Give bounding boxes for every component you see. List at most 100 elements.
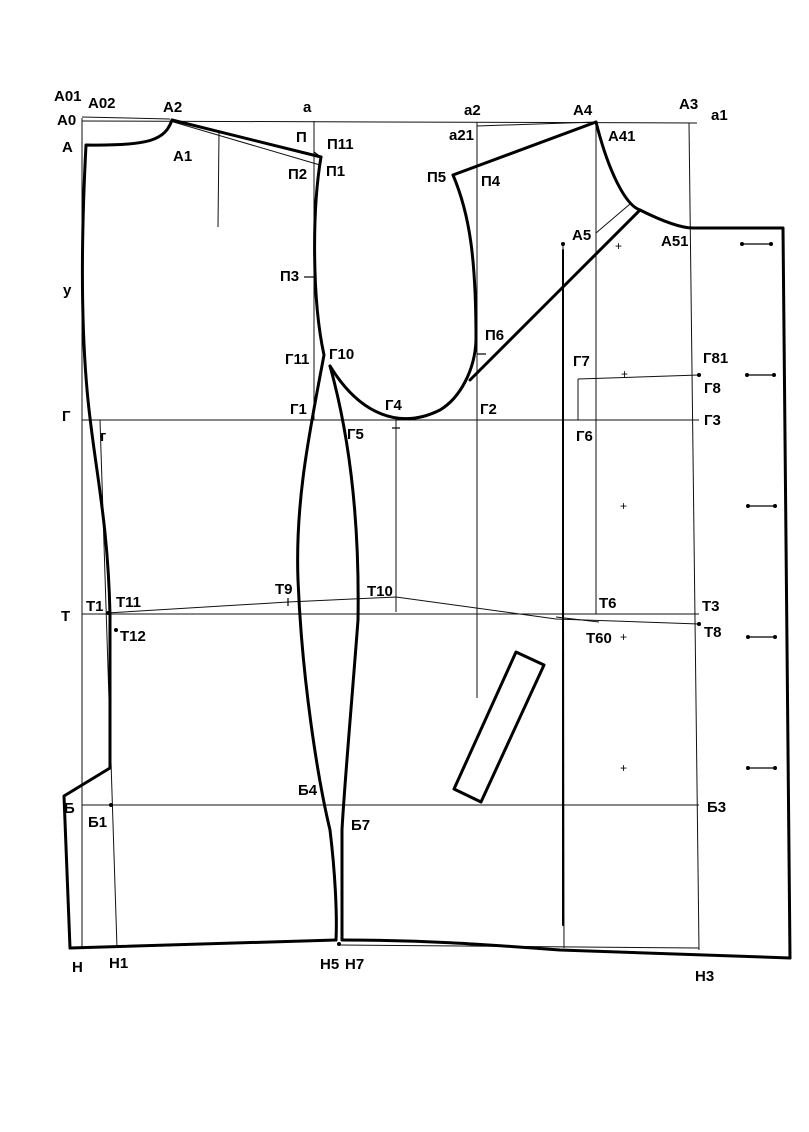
- button-mark-5: +: [620, 761, 627, 775]
- label-a41: A41: [608, 128, 636, 145]
- label-b: Б: [64, 800, 75, 817]
- label-g11: Г11: [285, 351, 309, 368]
- label-t60: T60: [586, 630, 612, 647]
- mark-p11: [313, 151, 323, 159]
- label-g2: Г2: [480, 401, 497, 418]
- dot-t11: [106, 611, 110, 615]
- label-p3: П3: [280, 268, 299, 285]
- label-h5: Н5: [320, 956, 339, 973]
- pattern-contours: [62, 118, 792, 960]
- label-p4: П4: [481, 173, 501, 190]
- contour-hem-front: [340, 938, 792, 960]
- line-a2-p1: [169, 120, 321, 166]
- label-g6: Г6: [576, 428, 593, 445]
- point-labels: A01 A02 A0 A A2 A1 a a2 a21 A4 A41 A3 a1…: [54, 88, 728, 985]
- contour-back-armhole: [296, 155, 338, 942]
- contour-back-left: [62, 118, 174, 950]
- label-t8: T8: [704, 624, 722, 641]
- dot-t12: [114, 628, 118, 632]
- label-h7: Н7: [345, 956, 364, 973]
- dot-h5: [337, 942, 341, 946]
- dot-t8: [697, 622, 701, 626]
- label-g10: Г10: [329, 346, 354, 363]
- label-g4: Г4: [385, 397, 403, 414]
- label-p: П: [296, 129, 307, 146]
- label-p2: П2: [288, 166, 307, 183]
- line-a0-a3-b: [81, 116, 171, 120]
- label-t11: T11: [116, 594, 141, 611]
- label-a02: A02: [88, 95, 116, 112]
- label-t3: T3: [702, 598, 720, 615]
- buttonhole-5: [746, 766, 777, 770]
- label-p11: П11: [327, 136, 354, 153]
- label-t9: T9: [275, 581, 293, 598]
- label-a01: A01: [54, 88, 82, 105]
- contour-front-shoulder: [451, 120, 598, 177]
- label-g5: Г5: [347, 426, 364, 443]
- label-g: Г: [62, 408, 71, 425]
- label-a2-small: a2: [464, 102, 481, 119]
- label-g8: Г8: [704, 380, 721, 397]
- line-right-vertical: [688, 122, 700, 951]
- label-a0: A0: [57, 112, 76, 129]
- dot-a5: [561, 242, 565, 246]
- label-a3: A3: [679, 96, 698, 113]
- label-h: Н: [72, 959, 83, 976]
- line-a2-a4: [476, 121, 597, 127]
- label-p5: П5: [427, 169, 446, 186]
- contour-hem-back: [68, 938, 338, 950]
- button-mark-3: +: [620, 499, 627, 513]
- contour-neck-front: [594, 120, 792, 960]
- buttonhole-1: [740, 242, 773, 246]
- line-waist: [106, 596, 700, 625]
- button-marks: + + + + +: [615, 239, 628, 775]
- line-vertical-h1: [99, 419, 118, 949]
- contour-front-side: [328, 364, 360, 942]
- label-a2: A2: [163, 99, 182, 116]
- label-p1: П1: [326, 163, 345, 180]
- label-a21: a21: [449, 127, 474, 144]
- button-mark-2: +: [621, 367, 628, 381]
- pocket-welt: [452, 650, 546, 804]
- label-a4: A4: [573, 102, 593, 119]
- label-b4: Б4: [298, 782, 318, 799]
- label-a1-small: a1: [711, 107, 728, 124]
- label-g7: Г7: [573, 353, 590, 370]
- label-a1: A1: [173, 148, 192, 165]
- buttonhole-2: [745, 373, 776, 377]
- contour-back-shoulder: [170, 118, 323, 159]
- contour-front-armhole: [328, 173, 478, 421]
- label-p6: П6: [485, 327, 504, 344]
- buttonhole-4: [746, 635, 777, 639]
- dot-b1: [109, 803, 113, 807]
- label-a-small: a: [303, 99, 312, 116]
- label-t12: T12: [120, 628, 146, 645]
- label-a: A: [62, 139, 73, 156]
- label-t10: T10: [367, 583, 393, 600]
- label-a5: A5: [572, 227, 591, 244]
- line-shoulder-dart: [217, 132, 220, 228]
- dot-g81: [697, 373, 701, 377]
- label-h1: Н1: [109, 955, 128, 972]
- construction-marks: [106, 151, 701, 946]
- label-g81: Г81: [703, 350, 728, 367]
- button-mark-1: +: [615, 239, 622, 253]
- label-b3: Б3: [707, 799, 726, 816]
- label-h3: Н3: [695, 968, 714, 985]
- label-g3: Г3: [704, 412, 721, 429]
- label-a51: A51: [661, 233, 689, 250]
- label-t: T: [61, 608, 70, 625]
- buttonhole-3: [746, 504, 777, 508]
- label-b7: Б7: [351, 817, 370, 834]
- line-g7-g81: [577, 374, 700, 380]
- label-g-small: г: [100, 428, 106, 445]
- label-t1: T1: [86, 598, 104, 615]
- label-b1: Б1: [88, 814, 107, 831]
- label-y: у: [63, 282, 72, 299]
- contour-lapel: [468, 208, 642, 382]
- line-a5-collar: [595, 203, 631, 234]
- button-mark-4: +: [620, 630, 627, 644]
- label-t6: T6: [599, 595, 617, 612]
- buttonholes: [740, 242, 777, 770]
